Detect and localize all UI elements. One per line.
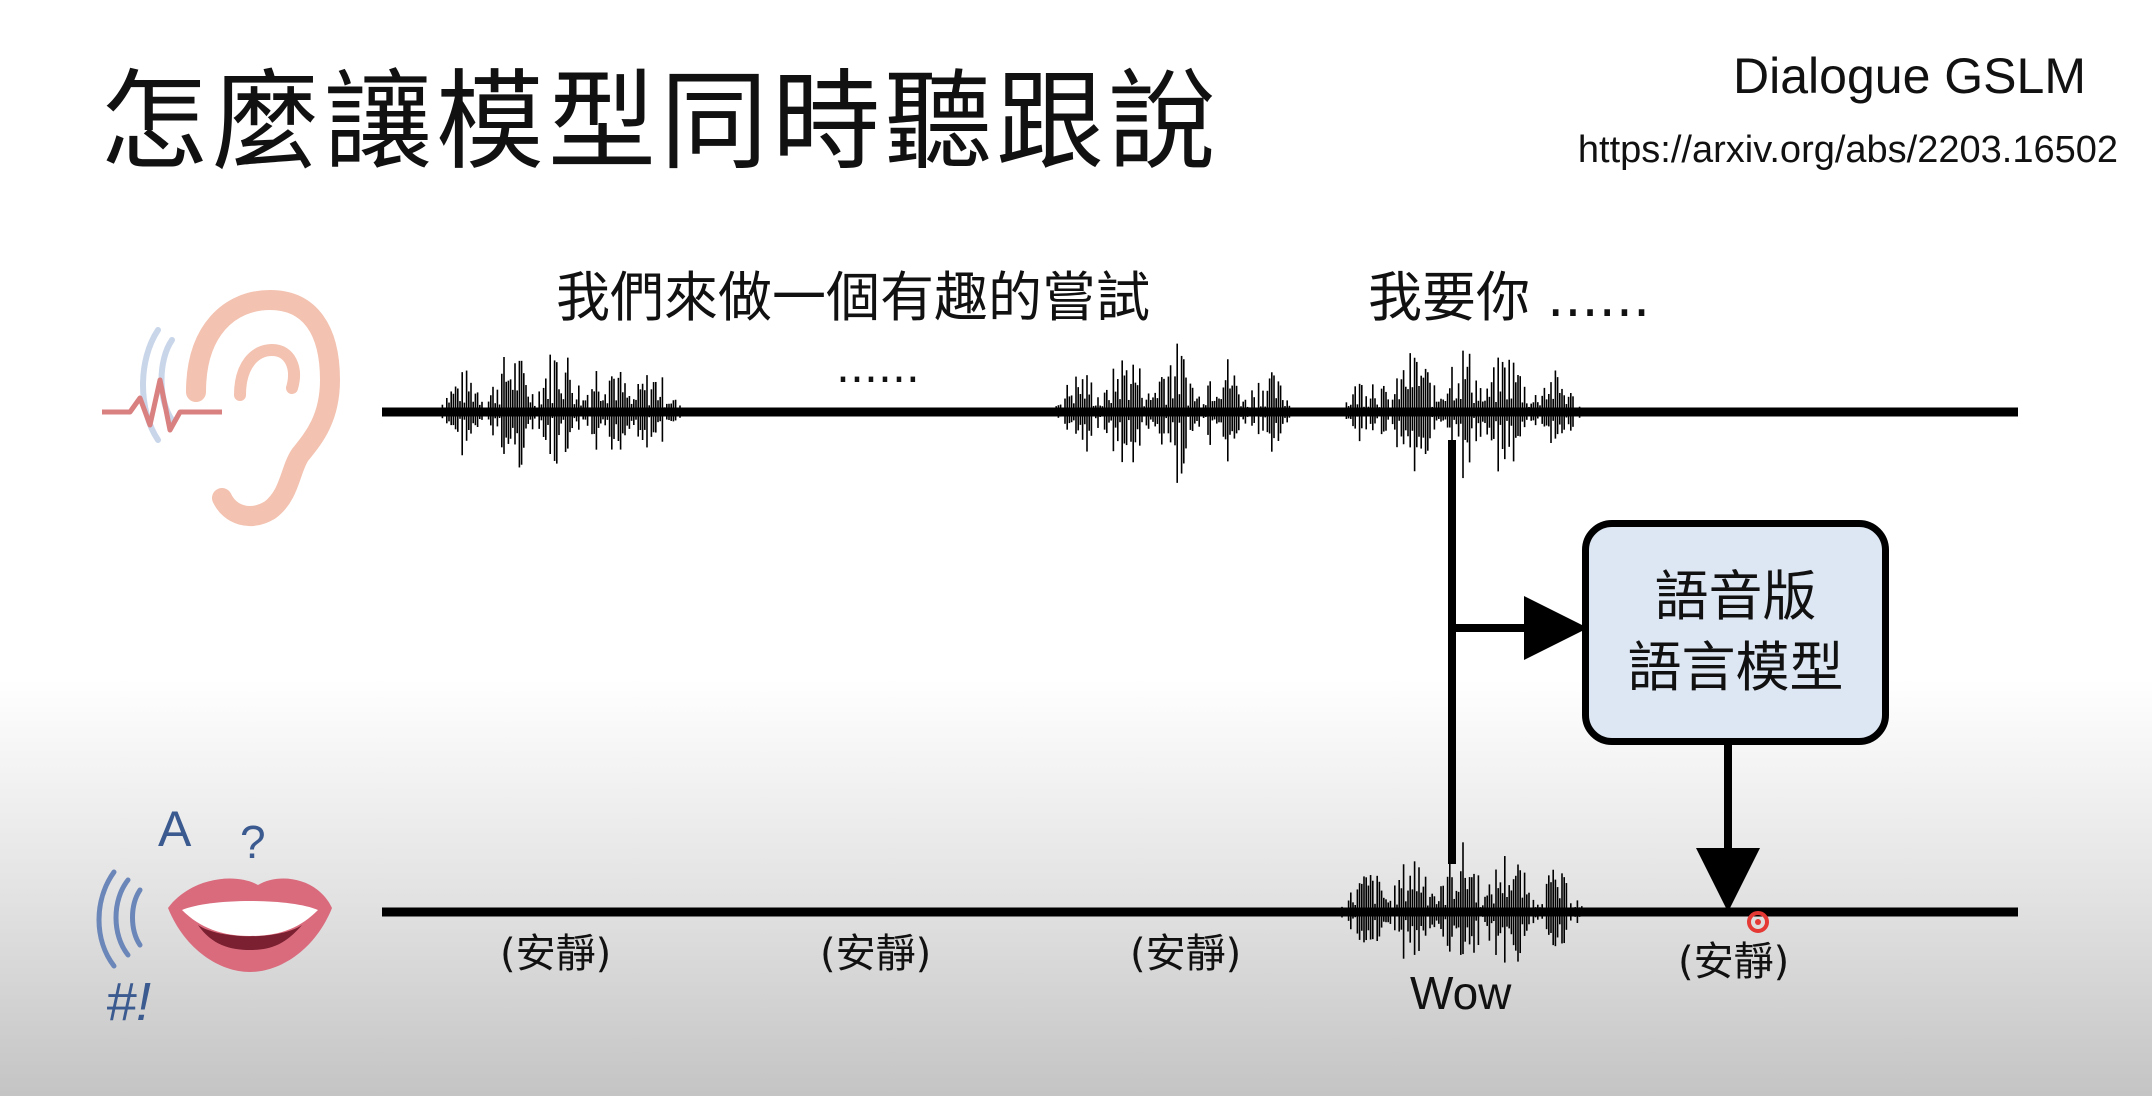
output-label-2: (安靜): [820, 931, 932, 977]
heard-utterance-1: 我們來做一個有趣的嘗試: [556, 266, 1150, 329]
model-box-line-1: 語音版: [1654, 565, 1817, 629]
heard-ellipsis: ......: [836, 342, 920, 393]
output-waveform: [1341, 842, 1583, 963]
model-box-line-2: 語言模型: [1627, 635, 1844, 699]
input-waveform-2: [1053, 343, 1295, 483]
paper-url: https://arxiv.org/abs/2203.16502: [1577, 129, 2118, 171]
output-label-4: Wow: [1410, 967, 1512, 1019]
mouth-glyph-hash: #!: [106, 972, 151, 1032]
input-waveform-1: [437, 354, 681, 468]
output-label-1: (安靜): [500, 931, 612, 977]
input-waveform-3: [1341, 350, 1581, 479]
paper-name: Dialogue GSLM: [1733, 48, 2086, 104]
pointer-dot: [1747, 911, 1769, 933]
spoken-language-model-box: 語音版 語言模型: [1582, 520, 1889, 745]
talking-mouth-icon: A ? #!: [96, 801, 332, 1032]
mouth-glyph-question: ?: [240, 816, 266, 868]
output-label-3: (安靜): [1130, 931, 1242, 977]
heard-utterance-2: 我要你 ......: [1368, 266, 1651, 329]
ear-icon: [102, 289, 341, 526]
slide-title: 怎麼讓模型同時聽跟說: [100, 60, 1221, 185]
output-label-5: (安靜): [1678, 939, 1790, 985]
mouth-glyph-a: A: [158, 801, 192, 857]
